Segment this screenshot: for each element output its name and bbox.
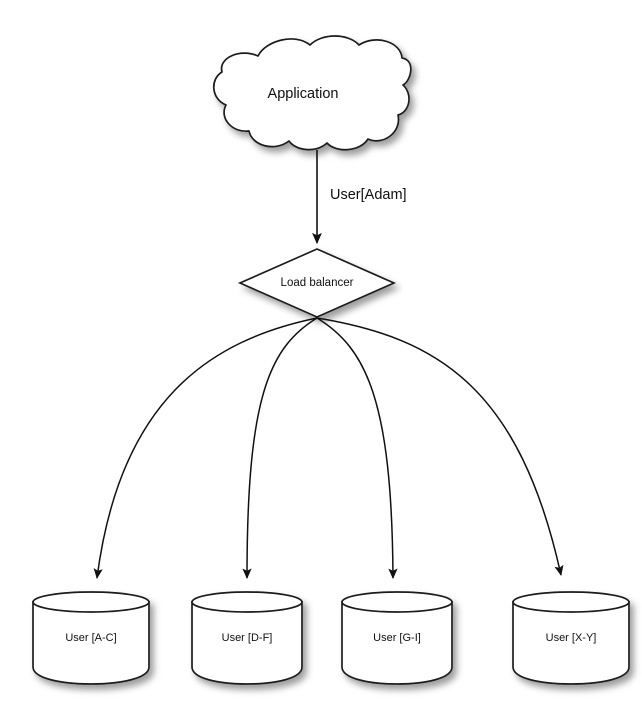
cylinder-top	[32, 591, 150, 613]
cylinder-top	[512, 591, 630, 613]
node-application[interactable]	[213, 35, 412, 151]
edge-curve	[316, 317, 564, 577]
edge-curve	[242, 317, 318, 580]
cylinder-body	[32, 601, 150, 685]
cylinder-top	[341, 591, 453, 613]
node-database-g-i[interactable]	[341, 591, 453, 685]
node-load-balancer[interactable]	[237, 248, 397, 318]
cylinder-body	[512, 601, 630, 685]
edge-load-balancer-to-db-a-c	[93, 317, 318, 580]
edge-load-balancer-to-db-x-y	[316, 317, 564, 577]
edge-curve	[316, 317, 398, 580]
node-database-x-y[interactable]	[512, 591, 630, 685]
cylinder-body	[191, 601, 303, 685]
edge-load-balancer-to-db-g-i	[316, 317, 398, 580]
cylinder-top	[191, 591, 303, 613]
node-database-d-f[interactable]	[191, 591, 303, 685]
cylinder-body	[341, 601, 453, 685]
edge-load-balancer-to-db-d-f	[242, 317, 318, 580]
edge-curve	[93, 317, 318, 580]
cloud-shape	[213, 35, 412, 151]
diamond-shape	[237, 248, 397, 318]
node-database-a-c[interactable]	[32, 591, 150, 685]
